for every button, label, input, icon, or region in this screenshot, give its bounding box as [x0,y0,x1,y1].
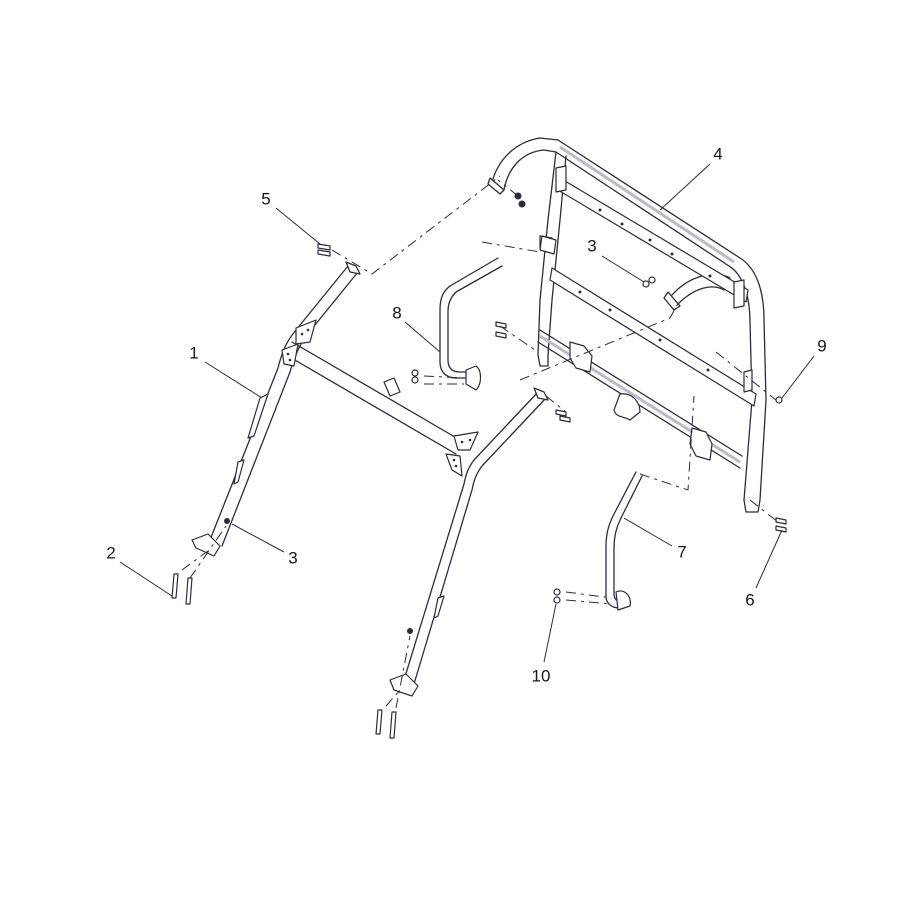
callout-9: 9 [817,336,827,356]
callout-2: 2 [106,543,116,563]
part-8-left-brace[interactable] [439,257,503,391]
part-1-front-frame[interactable] [191,261,549,697]
callout-1: 1 [189,343,199,363]
part-7-right-brace[interactable] [605,471,643,611]
callout-8: 8 [392,303,402,323]
leader-lines [119,163,815,663]
hardware [171,192,787,739]
assembly-lines [181,175,779,709]
callout-3-top: 3 [587,236,597,256]
callout-3-left: 3 [288,548,298,568]
callout-10: 10 [531,666,551,686]
callout-7: 7 [677,542,687,562]
callout-6: 6 [745,590,755,610]
callout-5: 5 [261,189,271,209]
callout-4: 4 [713,144,723,164]
part-4-rear-frame[interactable] [487,137,767,513]
